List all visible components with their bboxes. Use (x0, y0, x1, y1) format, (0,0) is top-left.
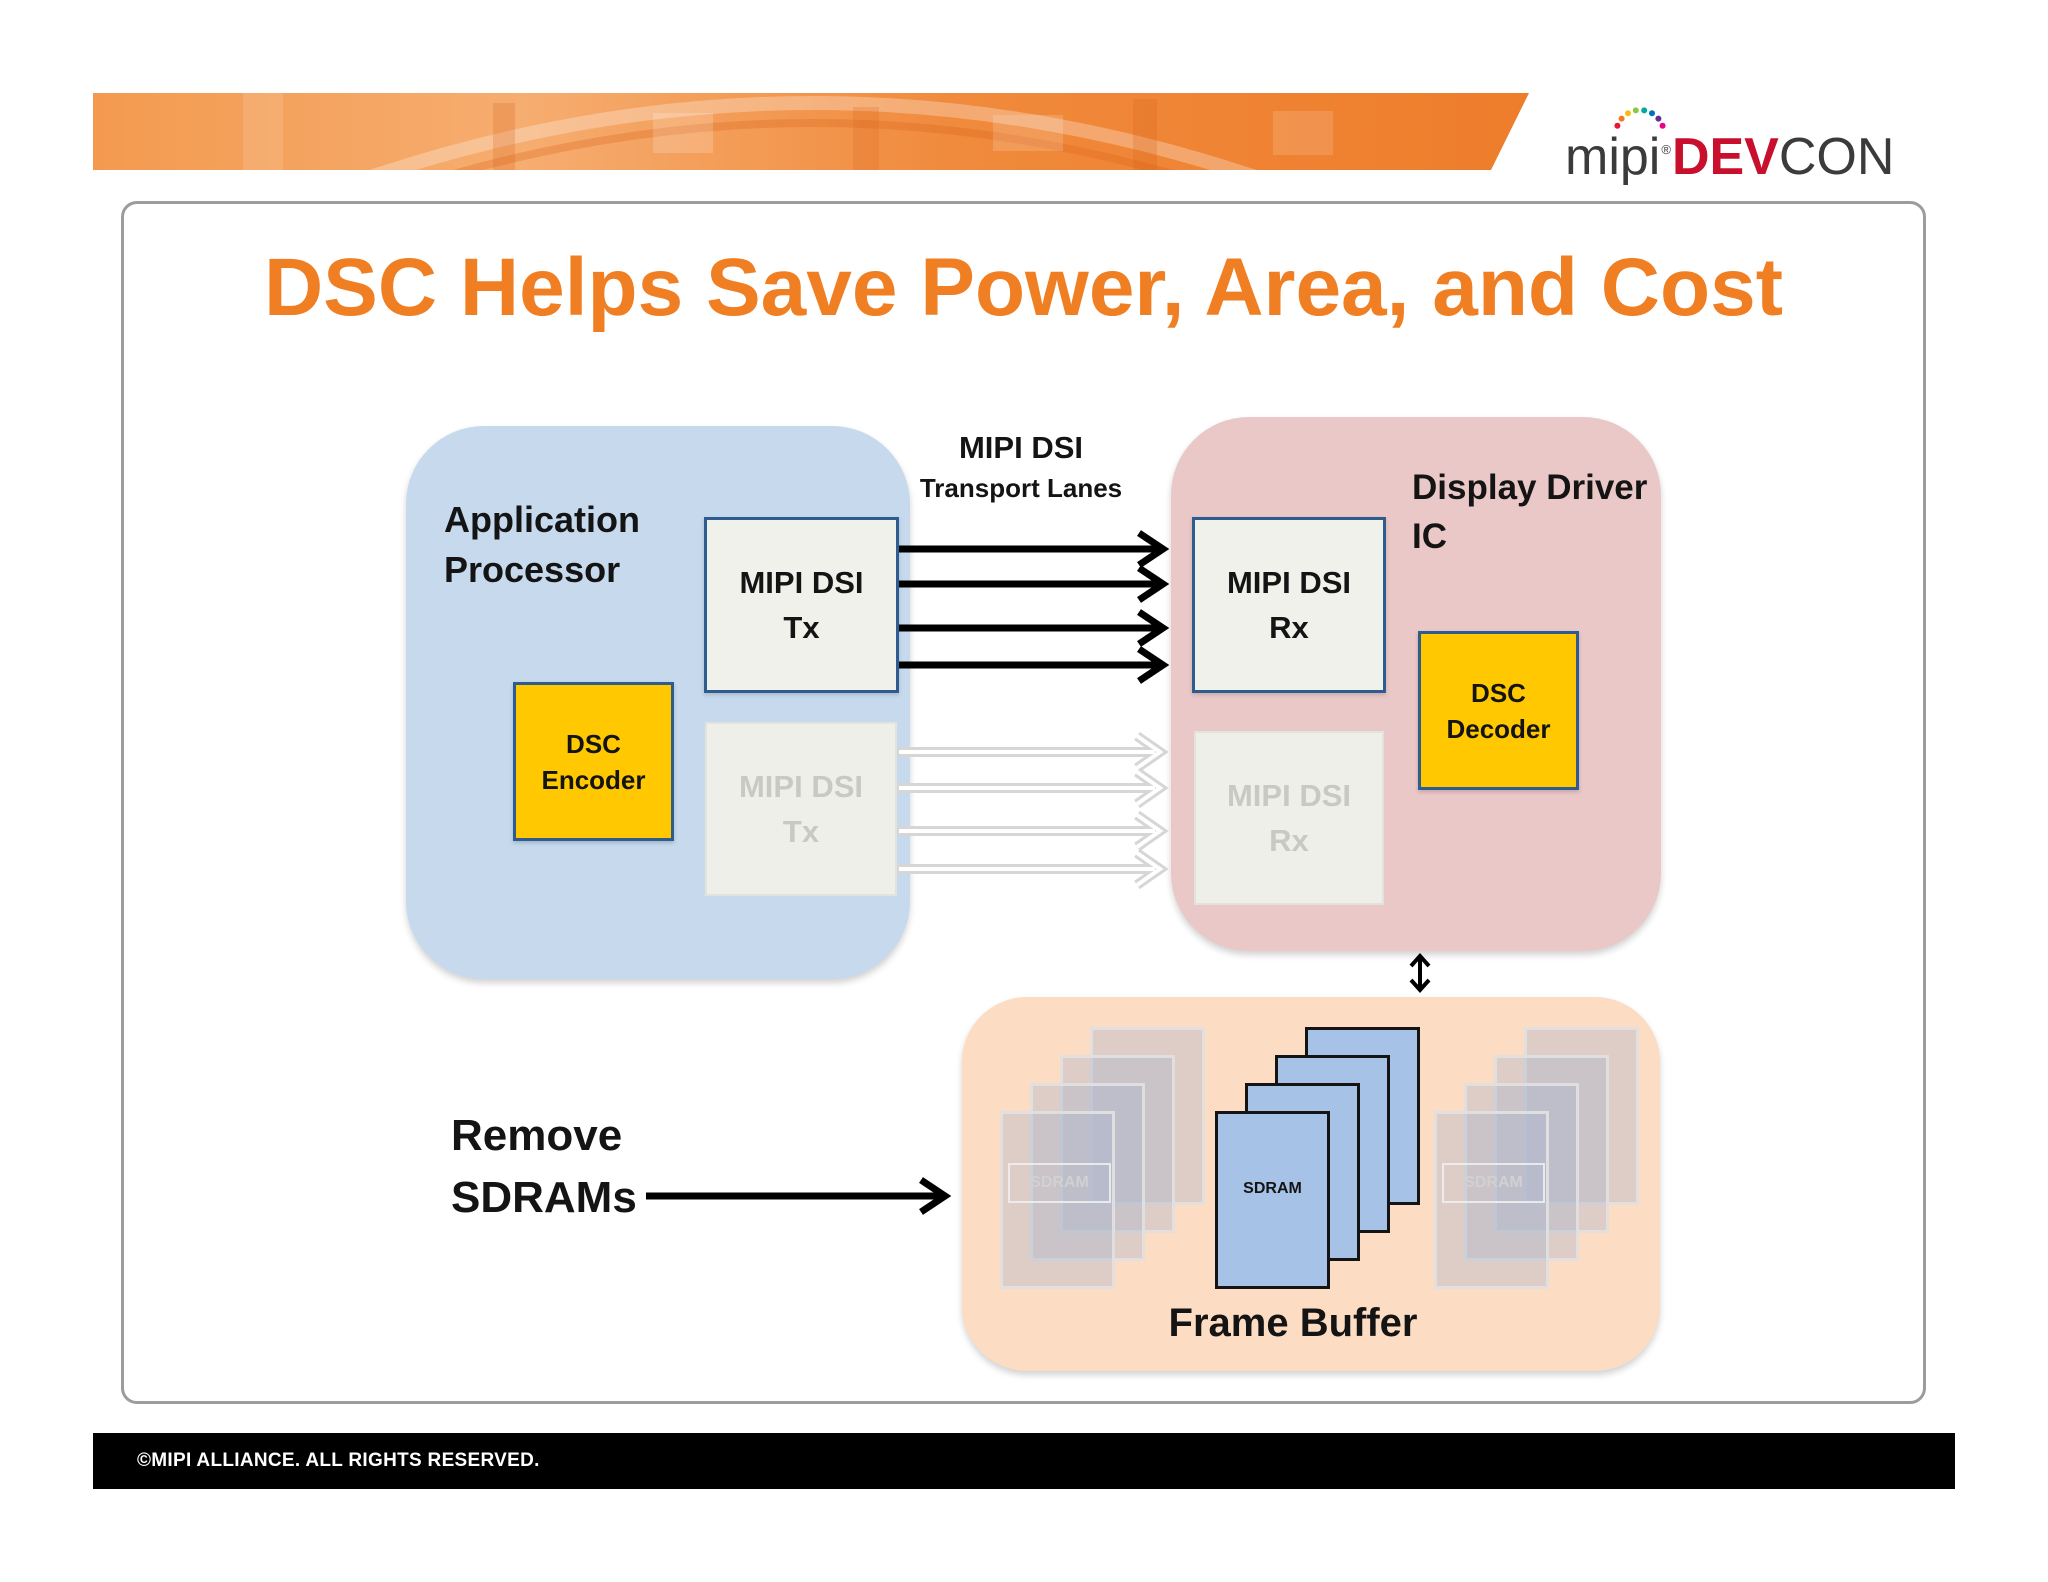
banner-band (493, 103, 515, 170)
logo-mipi: mipi (1565, 128, 1661, 186)
dsc-encoder-block: DSC Encoder (513, 682, 674, 841)
display-driver-ic-region: Display Driver IC MIPI DSI Rx MIPI DSI R… (1171, 417, 1661, 951)
banner-band (853, 107, 879, 170)
dsc-encoder-line2: Encoder (541, 764, 646, 795)
sdram-chip-front: SDRAM (1215, 1111, 1330, 1289)
logo-registered-mark: ® (1661, 142, 1671, 157)
mipi-dsi-rx-line2: Rx (1269, 610, 1309, 645)
dsc-decoder-block: DSC Decoder (1418, 631, 1579, 790)
display-driver-ic-label: Display Driver IC (1412, 463, 1647, 561)
remove-sdrams-label: Remove SDRAMs (451, 1105, 637, 1229)
banner-arch (421, 119, 1205, 170)
frame-buffer-region: SDRAM SDRAM SDRAM Frame Buffer (962, 997, 1660, 1371)
slide-title: DSC Helps Save Power, Area, and Cost (263, 242, 1784, 333)
logo-dev: DEV (1671, 128, 1779, 186)
logo-dot (1659, 122, 1666, 129)
banner-band (653, 113, 713, 153)
copyright-text: ©MIPI ALLIANCE. ALL RIGHTS RESERVED. (137, 1450, 540, 1471)
mipi-devcon-logo: mipi®DEVCON (1565, 120, 1894, 186)
mipi-dsi-tx-inactive-line1: MIPI DSI (738, 769, 863, 804)
sdram-stack-active: SDRAM (962, 997, 1660, 1371)
logo-dot (1625, 110, 1631, 117)
application-processor-label: Application Processor (444, 495, 640, 595)
logo-con: CON (1778, 128, 1895, 186)
application-processor-label-line1: Application (444, 499, 640, 540)
sdram-chip-ghost-front: SDRAM (1434, 1111, 1549, 1289)
mipi-dsi-tx-line2: Tx (783, 610, 820, 645)
mipi-dsi-rx-line1: MIPI DSI (1226, 565, 1351, 600)
dsc-decoder-line2: Decoder (1446, 713, 1551, 744)
mipi-dsi-rx-inactive-line2: Rx (1269, 823, 1309, 858)
banner-texture (93, 93, 1529, 170)
display-driver-ic-label-line1: Display Driver (1412, 468, 1648, 507)
logo-dot (1632, 107, 1639, 114)
dsc-decoder-line1: DSC (1471, 677, 1526, 708)
banner-band (1273, 111, 1333, 155)
display-driver-ic-label-line2: IC (1412, 517, 1447, 556)
remove-sdrams-line1: Remove (451, 1111, 623, 1160)
mipi-dsi-tx-inactive-line2: Tx (782, 814, 820, 849)
mipi-dsi-tx-line1: MIPI DSI (739, 565, 864, 600)
footer-bar: ©MIPI ALLIANCE. ALL RIGHTS RESERVED. (93, 1433, 1955, 1489)
mipi-dsi-rx-inactive-line1: MIPI DSI (1226, 778, 1351, 813)
banner-band (243, 93, 283, 170)
mipi-dsi-tx-block: MIPI DSI Tx (704, 517, 899, 693)
dsc-encoder-line1: DSC (566, 728, 621, 759)
logo-dot (1655, 115, 1662, 122)
remove-sdrams-line2: SDRAMs (451, 1173, 637, 1222)
mipi-dsi-rx-block: MIPI DSI Rx (1192, 517, 1386, 693)
banner-band (993, 115, 1063, 151)
sdram-chip-ghost-front: SDRAM (1000, 1111, 1115, 1289)
sdram-label: SDRAM (1243, 1180, 1302, 1197)
logo-dot (1618, 115, 1625, 122)
banner-band (1133, 99, 1157, 170)
sdram-ghost-label: SDRAM (1442, 1163, 1545, 1203)
header-banner (93, 93, 1529, 170)
frame-buffer-label: Frame Buffer (1168, 1301, 1418, 1345)
mipi-dsi-rx-block-inactive: MIPI DSI Rx (1194, 731, 1384, 905)
logo-dots-icon (1614, 107, 1666, 129)
banner-fill (93, 93, 1529, 170)
mipi-dsi-tx-block-inactive: MIPI DSI Tx (705, 722, 897, 896)
logo-dot (1641, 107, 1648, 114)
sdram-ghost-label: SDRAM (1008, 1163, 1111, 1203)
sdram-stack-removed-right: SDRAM (962, 997, 1660, 1371)
banner-arch (350, 96, 1276, 170)
transport-lanes-line1: MIPI DSI (958, 430, 1083, 465)
logo-dot (1614, 122, 1621, 129)
sdram-stack-removed-left: SDRAM (962, 997, 1660, 1371)
logo-dot (1649, 110, 1655, 117)
application-processor-region: Application Processor MIPI DSI Tx MIPI D… (406, 426, 910, 979)
transport-lanes-line2: Transport Lanes (919, 473, 1123, 503)
transport-lanes-label: MIPI DSI Transport Lanes (861, 427, 1181, 507)
application-processor-label-line2: Processor (444, 549, 621, 590)
